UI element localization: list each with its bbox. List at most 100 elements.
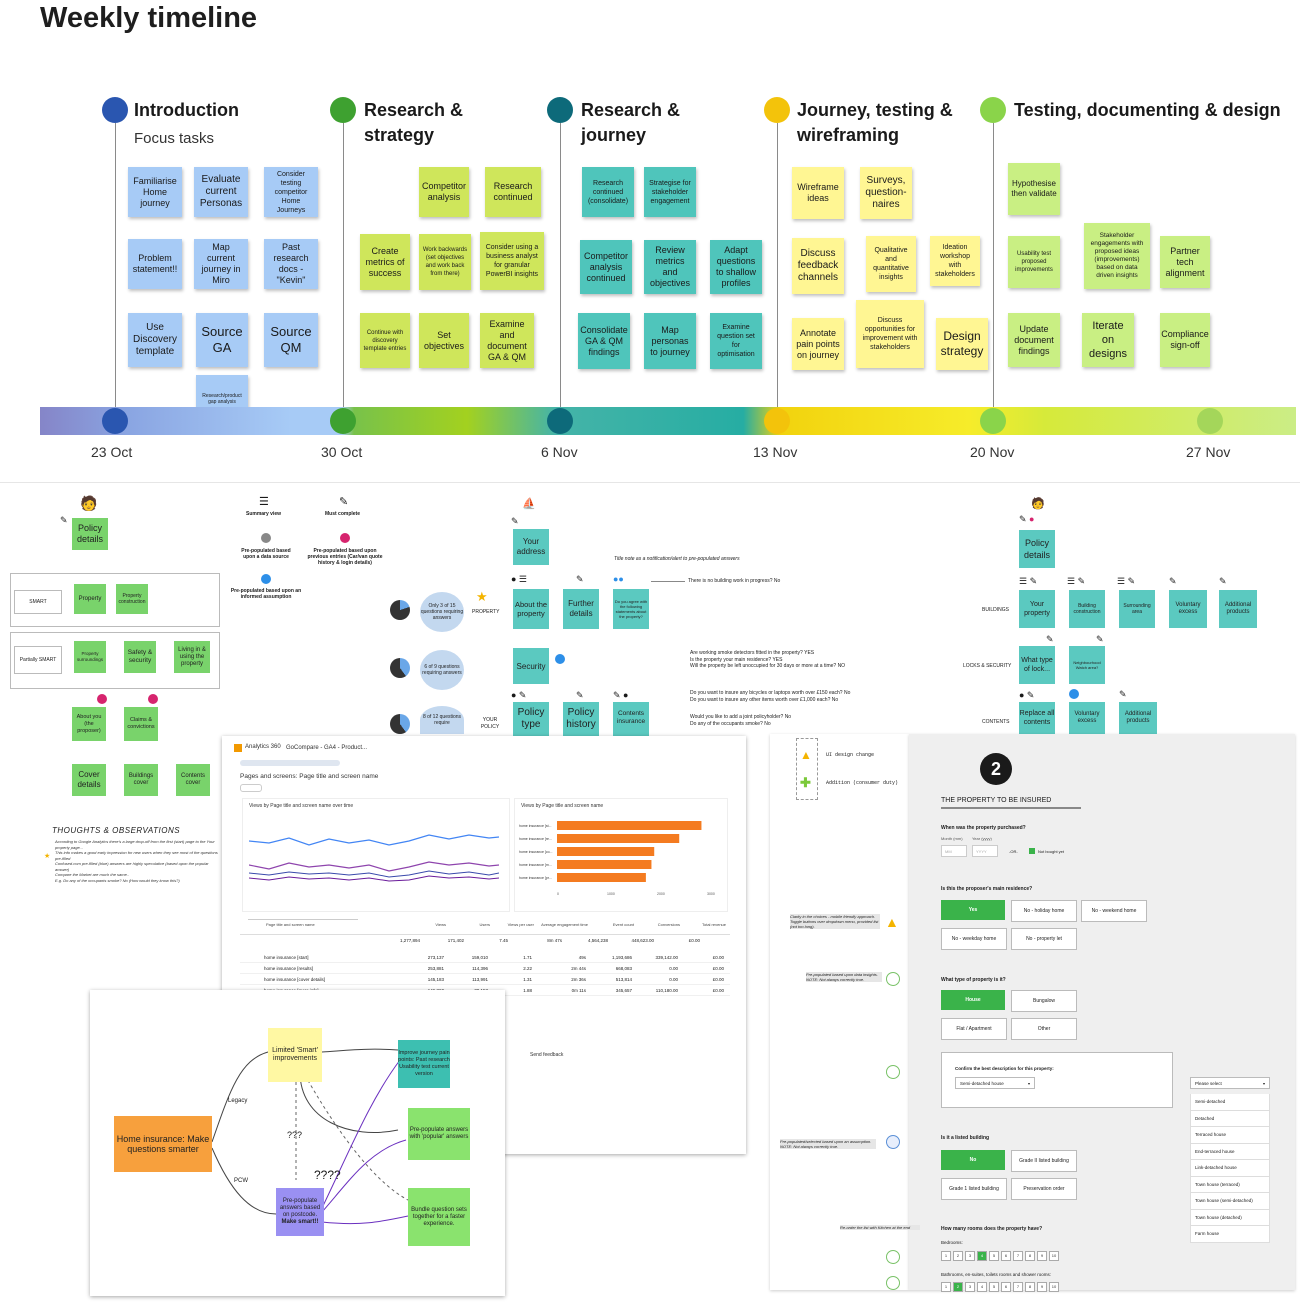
stepper-option[interactable]: 4: [977, 1251, 987, 1261]
col-header[interactable]: Event count: [612, 922, 634, 927]
stepper-option[interactable]: 5: [989, 1282, 999, 1292]
flow-box-security[interactable]: Security: [513, 648, 549, 684]
stepper-option[interactable]: 3: [965, 1251, 975, 1261]
sticky-note[interactable]: Iterate on designs: [1082, 313, 1134, 367]
list-item[interactable]: Town house (detached): [1190, 1209, 1270, 1226]
sticky-note[interactable]: Discuss feedback channels: [792, 238, 844, 294]
stepper-option[interactable]: 10: [1049, 1282, 1059, 1292]
flow-box-safety[interactable]: Safety & security: [124, 641, 156, 673]
stepper-option[interactable]: 2: [953, 1251, 963, 1261]
sticky-note[interactable]: Evaluate current Personas: [194, 167, 248, 217]
sticky-note[interactable]: Discuss opportunities for improvement wi…: [856, 300, 924, 368]
sticky-note[interactable]: Create metrics of success: [360, 234, 410, 290]
col-header[interactable]: Views: [435, 922, 446, 927]
stepper-option[interactable]: 2: [953, 1282, 963, 1292]
flow-box-claims[interactable]: Claims & convictions: [124, 707, 158, 741]
sticky-note[interactable]: Wireframe ideas: [792, 167, 844, 219]
stepper-option[interactable]: 7: [1013, 1282, 1023, 1292]
flow-box-lock-type[interactable]: What type of lock...: [1019, 646, 1055, 684]
flow-box-voluntary[interactable]: Voluntary excess: [1169, 590, 1207, 628]
stepper-option[interactable]: 4: [977, 1282, 987, 1292]
sticky-note[interactable]: Map personas to journey: [644, 313, 696, 369]
sticky-note[interactable]: Continue with discovery template entries: [360, 313, 410, 368]
sticky-note[interactable]: Surveys, question-naires: [860, 167, 912, 219]
stepper-option[interactable]: 3: [965, 1282, 975, 1292]
option-grade2[interactable]: Grade II listed building: [1011, 1150, 1077, 1172]
flow-box-volex[interactable]: Voluntary excess: [1069, 702, 1105, 734]
stepper-option[interactable]: 9: [1037, 1282, 1047, 1292]
sticky-note[interactable]: Work backwards (set objectives and work …: [419, 234, 471, 290]
option-no[interactable]: No: [941, 1150, 1005, 1170]
stepper-option[interactable]: 6: [1001, 1282, 1011, 1292]
stepper-option[interactable]: 8: [1025, 1251, 1035, 1261]
option-house[interactable]: House: [941, 990, 1005, 1010]
sticky-note[interactable]: Stakeholder engagements with proposed id…: [1084, 223, 1150, 289]
list-item[interactable]: Town house (terraced): [1190, 1176, 1270, 1193]
mindmap-bundle[interactable]: Bundle question sets together for a fast…: [408, 1188, 470, 1246]
flow-box-policy-details[interactable]: Policy details: [72, 518, 108, 550]
flow-box-history[interactable]: Policy history: [563, 702, 599, 739]
list-item[interactable]: Link-detached house: [1190, 1160, 1270, 1177]
sticky-note[interactable]: Source QM: [264, 313, 318, 367]
sticky-note[interactable]: Set objectives: [419, 313, 469, 368]
flow-box-replace[interactable]: Replace all contents: [1019, 702, 1055, 734]
col-header[interactable]: Users: [479, 922, 490, 927]
flow-box-building-construction[interactable]: Building construction: [1069, 590, 1105, 628]
flow-box-contents[interactable]: Contents cover: [176, 764, 210, 796]
stepper-option[interactable]: 1: [941, 1251, 951, 1261]
sticky-note[interactable]: Source GA: [196, 313, 248, 367]
option-weekday[interactable]: No - weekday home: [941, 928, 1007, 950]
sticky-note[interactable]: Qualitative and quantitative insights: [866, 236, 916, 292]
option-preservation[interactable]: Preservation order: [1011, 1178, 1077, 1200]
sticky-note[interactable]: Competitor analysis continued: [580, 240, 632, 294]
flow-box-about-you[interactable]: About you (the proposer): [72, 707, 106, 741]
flow-box-address[interactable]: Your address: [513, 529, 549, 565]
sticky-note[interactable]: Partner tech alignment: [1160, 236, 1210, 288]
option-yes[interactable]: Yes: [941, 900, 1005, 920]
checkbox-icon[interactable]: [1029, 848, 1035, 854]
stepper-option[interactable]: 9: [1037, 1251, 1047, 1261]
flow-box-living[interactable]: Living in & using the property: [174, 641, 210, 673]
sticky-note[interactable]: Design strategy: [936, 318, 988, 370]
flow-box-construction[interactable]: Property construction: [116, 584, 148, 614]
flow-box-neighbourhood[interactable]: Neighbourhood Watch area?: [1069, 646, 1105, 684]
option-weekend[interactable]: No - weekend home: [1081, 900, 1147, 922]
flow-box-property[interactable]: Property: [74, 584, 106, 614]
stepper-option[interactable]: 10: [1049, 1251, 1059, 1261]
sticky-note[interactable]: Research continued: [485, 167, 541, 217]
list-item[interactable]: End-terraced house: [1190, 1143, 1270, 1160]
flow-box-further[interactable]: Further details: [563, 589, 599, 629]
flow-box-policy-details-3[interactable]: Policy details: [1019, 530, 1055, 568]
sticky-note[interactable]: Consolidate GA & QM findings: [578, 313, 630, 369]
sticky-note[interactable]: Usability test proposed improvements: [1008, 236, 1060, 288]
sticky-note[interactable]: Adapt questions to shallow profiles: [710, 240, 762, 294]
sticky-note[interactable]: Consider testing competitor Home Journey…: [264, 167, 318, 217]
sticky-note[interactable]: Use Discovery template: [128, 313, 182, 367]
sticky-note[interactable]: Review metrics and objectives: [644, 240, 696, 294]
flow-box-your-property[interactable]: Your property: [1019, 590, 1055, 628]
mindmap-postcode[interactable]: Pre-populate answers based on postcode. …: [276, 1188, 324, 1236]
property-select[interactable]: Please select ▾: [1190, 1077, 1270, 1089]
flow-box-about-property[interactable]: About the property: [513, 589, 549, 629]
month-input[interactable]: MM: [941, 845, 967, 857]
stepper-option[interactable]: 5: [989, 1251, 999, 1261]
stepper-option[interactable]: 6: [1001, 1251, 1011, 1261]
flow-box-surroundings[interactable]: Property surroundings: [74, 641, 106, 673]
sticky-note[interactable]: Update document findings: [1008, 313, 1060, 367]
year-input[interactable]: YYYY: [972, 845, 998, 857]
sticky-note[interactable]: Competitor analysis: [419, 167, 469, 217]
col-header[interactable]: Conversions: [657, 922, 680, 927]
mindmap-prepop[interactable]: Pre-populate answers with 'popular' answ…: [408, 1108, 470, 1160]
flow-box-surrounding[interactable]: Surrounding area: [1119, 590, 1155, 628]
stepper-option[interactable]: 8: [1025, 1282, 1035, 1292]
mindmap-limited[interactable]: Limited 'Smart' improvements: [268, 1028, 322, 1082]
flow-box-policy-type[interactable]: Policy type: [513, 702, 549, 739]
list-item[interactable]: Terraced house: [1190, 1127, 1270, 1144]
col-header[interactable]: Average engagement time: [541, 922, 588, 927]
option-let[interactable]: No - property let: [1011, 928, 1077, 950]
flow-box-contents-ins[interactable]: Contents insurance: [613, 702, 649, 742]
search-box[interactable]: [248, 912, 358, 920]
stepper-option[interactable]: 1: [941, 1282, 951, 1292]
